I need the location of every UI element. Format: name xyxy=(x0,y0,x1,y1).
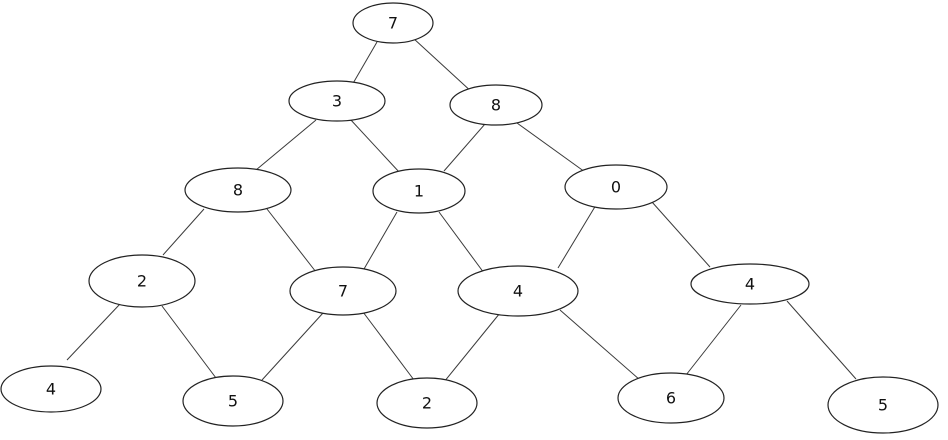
node-value: 4 xyxy=(745,275,755,294)
node-value: 1 xyxy=(414,182,424,201)
node-r2c0: 8 xyxy=(184,167,292,213)
edges xyxy=(66,37,857,383)
node-ellipse xyxy=(827,376,939,434)
edge-r1c0-r2c1 xyxy=(349,118,401,174)
node-ellipse xyxy=(376,377,478,429)
node-value: 7 xyxy=(388,14,398,33)
node-value: 4 xyxy=(46,380,56,399)
edge-r1c1-r2c1 xyxy=(443,123,486,172)
node-r0c0: 7 xyxy=(352,2,434,44)
edge-r3c1-r4c2 xyxy=(362,311,415,381)
node-ellipse xyxy=(449,84,543,126)
edge-r2c0-r3c0 xyxy=(162,208,205,256)
node-ellipse xyxy=(0,365,102,413)
edge-r3c3-r4c3 xyxy=(685,304,742,376)
node-r3c0: 2 xyxy=(88,254,196,308)
edge-r3c2-r4c2 xyxy=(443,312,501,383)
edge-r2c0-r3c1 xyxy=(266,208,317,273)
node-value: 5 xyxy=(878,396,888,415)
node-value: 2 xyxy=(422,394,432,413)
edge-r2c2-r3c3 xyxy=(651,201,711,268)
node-ellipse xyxy=(184,167,292,213)
edge-r1c0-r2c0 xyxy=(255,119,317,171)
node-r4c0: 4 xyxy=(0,365,102,413)
edge-r2c1-r3c1 xyxy=(363,211,398,270)
node-r1c0: 3 xyxy=(288,80,386,122)
node-value: 6 xyxy=(666,389,676,408)
nodes: 7 3 8 8 1 0 2 7 4 4 4 5 2 6 5 xyxy=(0,2,939,434)
node-ellipse xyxy=(372,168,466,214)
node-value: 3 xyxy=(332,92,342,111)
edge-r3c3-r4c4 xyxy=(786,300,857,380)
node-r3c2: 4 xyxy=(457,265,579,317)
node-r2c1: 1 xyxy=(372,168,466,214)
edge-r3c1-r4c1 xyxy=(261,312,324,381)
edge-r3c0-r4c1 xyxy=(161,305,217,379)
node-value: 2 xyxy=(137,272,147,291)
node-ellipse xyxy=(289,266,397,316)
node-r4c2: 2 xyxy=(376,377,478,429)
node-value: 8 xyxy=(491,96,501,115)
edge-r2c2-r3c2 xyxy=(557,204,597,269)
node-r4c1: 5 xyxy=(182,375,284,427)
node-value: 5 xyxy=(228,392,238,411)
node-r1c1: 8 xyxy=(449,84,543,126)
node-ellipse xyxy=(352,2,434,44)
node-ellipse xyxy=(690,263,810,305)
edge-r2c1-r3c2 xyxy=(438,211,485,274)
node-r3c1: 7 xyxy=(289,266,397,316)
node-ellipse xyxy=(182,375,284,427)
edge-r0c0-r1c1 xyxy=(412,37,475,95)
node-r4c4: 5 xyxy=(827,376,939,434)
edge-r3c0-r4c0 xyxy=(66,303,121,361)
node-r4c3: 6 xyxy=(617,372,725,424)
node-ellipse xyxy=(564,164,668,210)
node-ellipse xyxy=(457,265,579,317)
node-value: 7 xyxy=(338,282,348,301)
node-ellipse xyxy=(88,254,196,308)
node-ellipse xyxy=(617,372,725,424)
node-value: 0 xyxy=(611,178,621,197)
node-value: 4 xyxy=(513,282,523,301)
node-r2c2: 0 xyxy=(564,164,668,210)
edge-r3c2-r4c3 xyxy=(559,309,641,381)
node-value: 8 xyxy=(233,181,243,200)
node-ellipse xyxy=(288,80,386,122)
edge-r1c1-r2c2 xyxy=(516,122,586,173)
node-r3c3: 4 xyxy=(690,263,810,305)
